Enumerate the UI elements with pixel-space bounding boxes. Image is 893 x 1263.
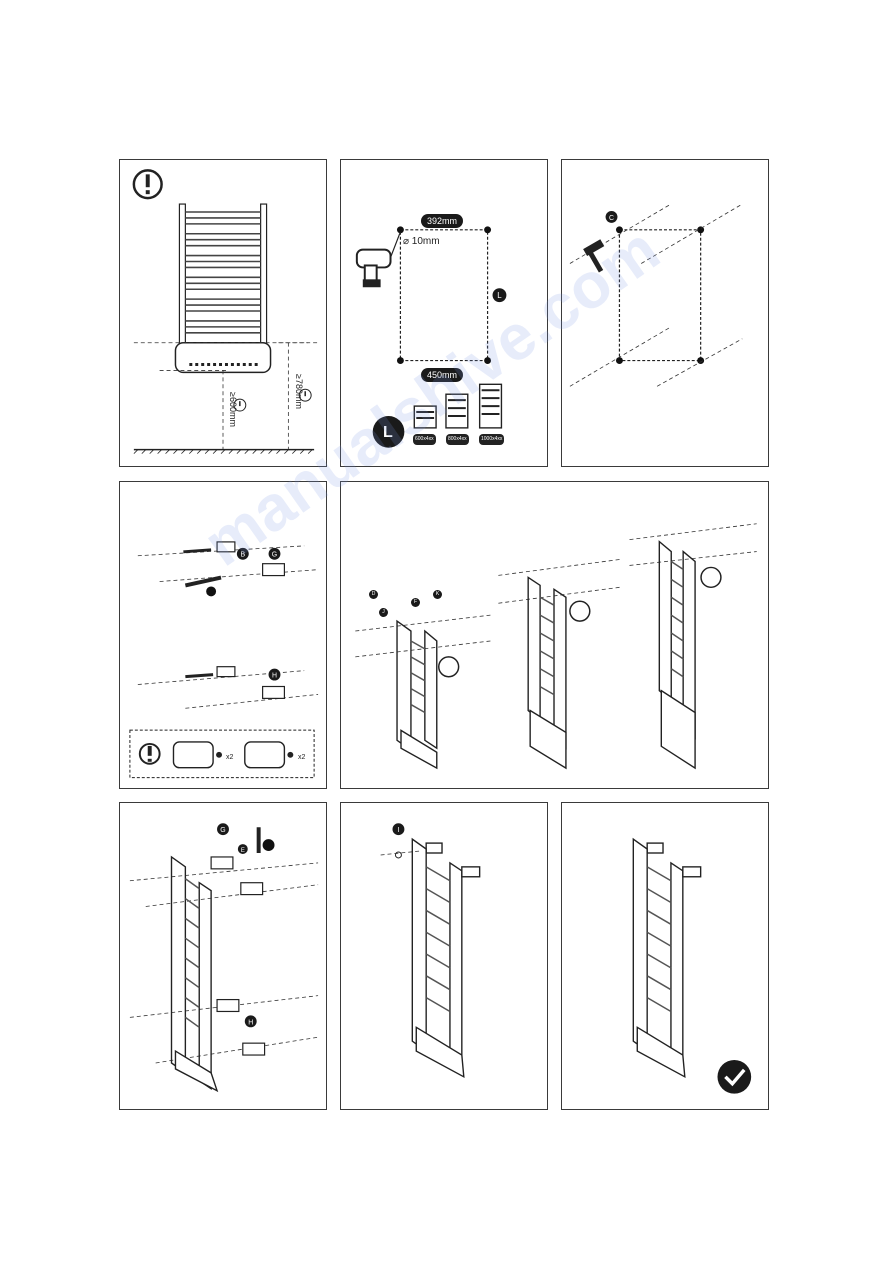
qty-g-label: x2 — [226, 754, 234, 761]
model-label-2: 800x4xx — [446, 434, 469, 445]
panel-complete — [561, 802, 769, 1110]
drill-diameter-label: ⌀ 10mm — [403, 236, 440, 247]
part-h-label: H — [248, 1019, 253, 1026]
panel-final-screw: I — [340, 802, 548, 1110]
panel-screw-fixing: B G H x2 x2 — [119, 481, 327, 789]
panel-wall-plugs: C — [561, 159, 769, 467]
rail-attach-diagram: G E H — [129, 823, 319, 1093]
model-label-1: 600x4xx — [413, 434, 436, 445]
bracket-mounting-diagram — [355, 523, 757, 770]
check-circle-icon — [717, 1059, 752, 1094]
complete-diagram — [632, 837, 752, 1094]
part-g-label: G — [220, 827, 225, 834]
wall-plugs-diagram: C — [569, 203, 743, 387]
panel-drill-template: L 392mm ⌀ 10mm 450mm L 600x4xx 800x4xx 1… — [340, 159, 548, 467]
exclamation-circle-icon — [132, 169, 163, 200]
svg-text:L: L — [497, 291, 502, 300]
panel-bracket-mounting: D J F K — [340, 481, 769, 789]
qty-h-label: x2 — [298, 754, 306, 761]
hammer-icon — [583, 239, 605, 273]
width-bottom-badge: 450mm — [421, 368, 464, 382]
drill-template-diagram: L — [355, 226, 507, 448]
plus-circle-icon — [206, 586, 217, 597]
part-i-label: I — [397, 827, 399, 834]
part-h-label: H — [272, 673, 277, 680]
min-height-top-label: ≥780mm — [294, 374, 304, 409]
part-b-label: B — [240, 552, 245, 559]
min-height-floor-label: ≥600mm — [228, 392, 238, 427]
panel-clearance: ≥600mm ≥780mm — [119, 159, 327, 467]
width-top-badge: 392mm — [421, 214, 464, 228]
part-d-badge: D — [369, 590, 378, 599]
panel-rail-attach: G E H — [119, 802, 327, 1110]
part-g-label: G — [272, 552, 277, 559]
clearance-diagram — [132, 169, 319, 454]
part-c-label: C — [609, 215, 614, 222]
part-k-badge: K — [433, 590, 442, 599]
part-j-badge: J — [379, 608, 388, 617]
drill-icon — [355, 231, 401, 288]
final-screw-diagram: I — [380, 823, 481, 1079]
part-f-badge: F — [411, 598, 420, 607]
model-label-3: 1000x4xx — [479, 434, 505, 445]
part-e-label: E — [241, 848, 245, 854]
plus-circle-icon — [262, 839, 275, 852]
size-letter: L — [383, 424, 393, 441]
screw-fixing-diagram: B G H — [129, 541, 319, 779]
